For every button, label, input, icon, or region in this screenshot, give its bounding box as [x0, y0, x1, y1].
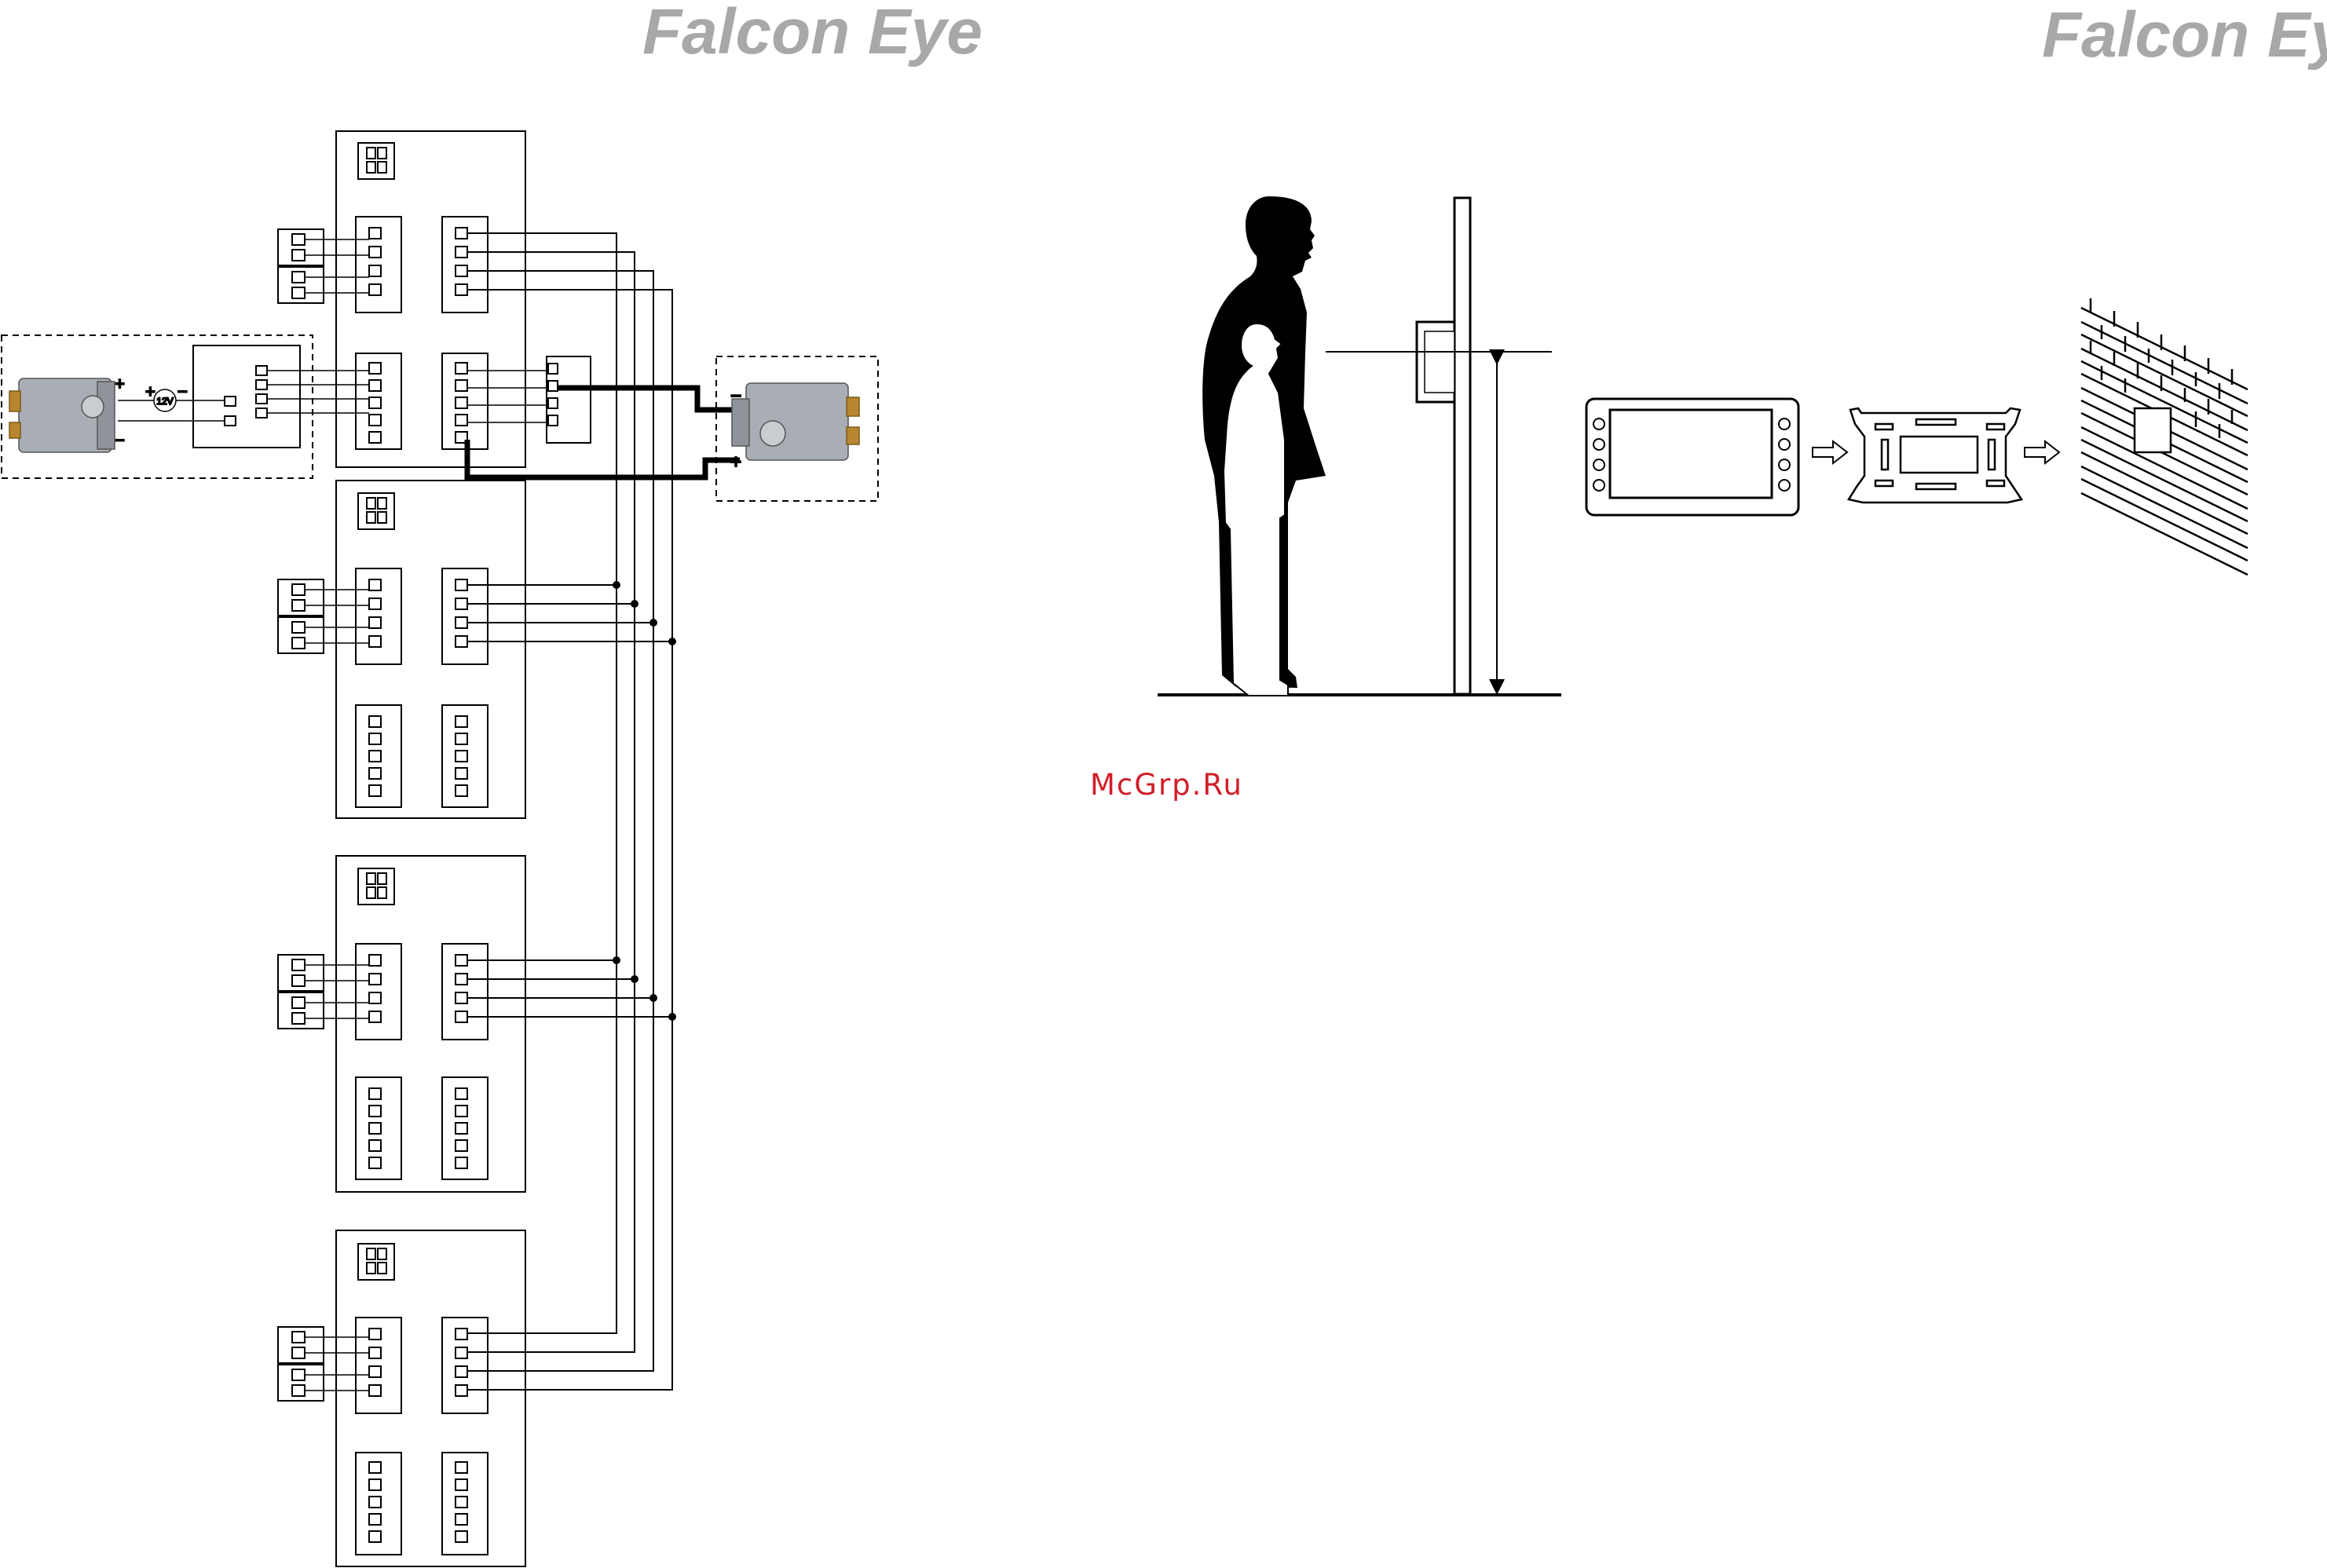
- mounting-bracket: [1849, 408, 2021, 503]
- electric-lock-left: [9, 378, 115, 452]
- wiring-diagram: 12V + − + − − +: [2, 131, 878, 1566]
- psu-plus: +: [145, 382, 155, 401]
- monitor-front-view: [1586, 399, 1798, 515]
- mounting-steps: [1586, 298, 2248, 575]
- lock-left-plus: +: [115, 374, 125, 393]
- lock-left-minus: −: [115, 430, 125, 450]
- monitor-unit-1: [336, 131, 525, 467]
- arrow-right-icon: [1813, 441, 1847, 463]
- lock-right-plus: +: [730, 451, 741, 473]
- monitor-unit-2: [336, 481, 525, 818]
- arrow-right-icon: [2025, 441, 2059, 463]
- junction-dots: [613, 581, 676, 1021]
- monitor-unit-3: [336, 856, 525, 1192]
- brand-logo-right: Falcon Eye: [2042, 0, 2327, 71]
- electric-lock-right: [732, 383, 859, 460]
- bus-wires: [467, 233, 672, 1390]
- psu-label: 12V: [156, 396, 173, 407]
- installation-figure: [1158, 196, 1561, 696]
- monitor-unit-4: [336, 1230, 525, 1566]
- psu-minus: −: [177, 382, 188, 401]
- brick-wall: [2081, 298, 2248, 575]
- brand-logo-left: Falcon Eye: [642, 0, 982, 68]
- watermark: McGrp.Ru: [1090, 768, 1243, 802]
